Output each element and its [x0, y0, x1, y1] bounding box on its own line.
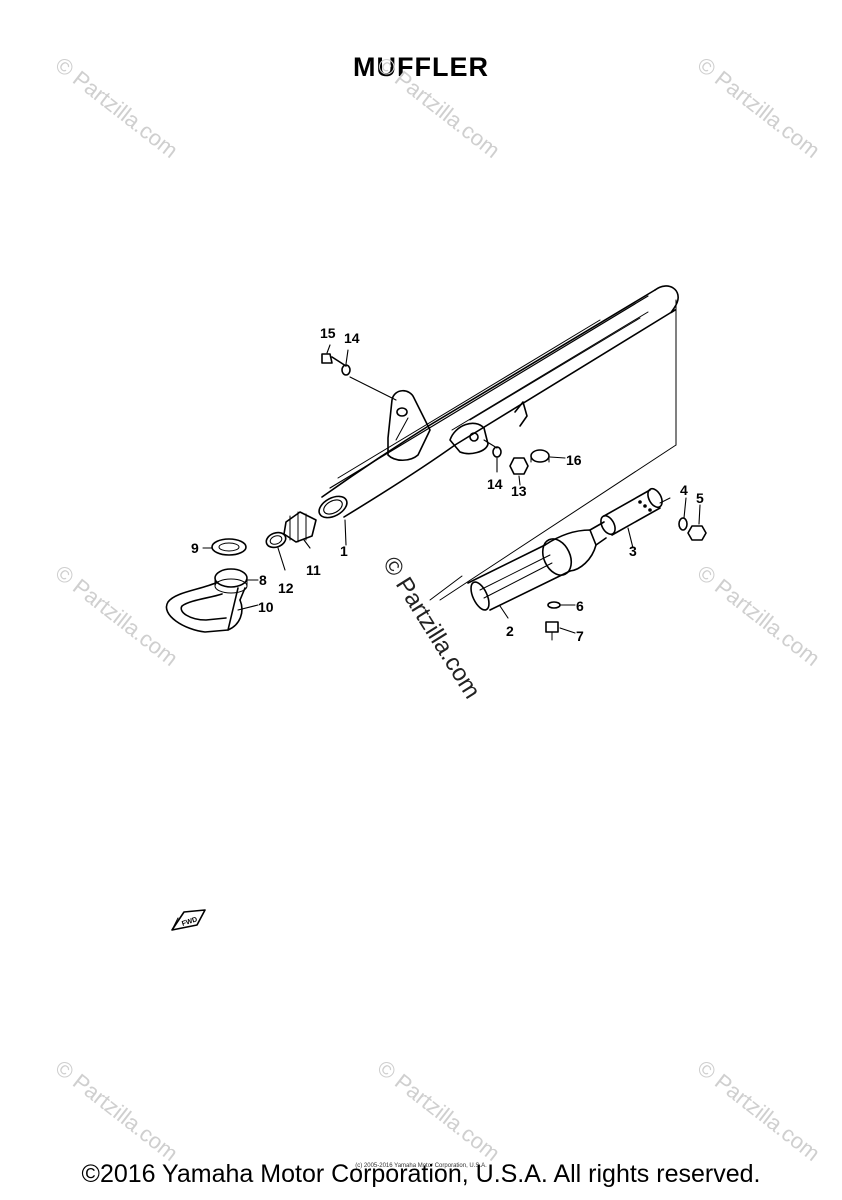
- tail-pipe: [467, 521, 607, 611]
- callout-2: 2: [506, 623, 514, 639]
- gasket-and-clamp: [265, 511, 317, 549]
- exhaust-pipe: [165, 538, 248, 633]
- fwd-label: FWD: [181, 916, 198, 928]
- callout-14-upper: 14: [344, 330, 360, 346]
- callout-15: 15: [320, 325, 336, 341]
- callout-6: 6: [576, 598, 584, 614]
- callout-13: 13: [511, 483, 527, 499]
- callout-14-lower: 14: [487, 476, 503, 492]
- fasteners: [321, 353, 707, 641]
- callout-4: 4: [680, 482, 688, 498]
- leader-lines: [202, 344, 701, 634]
- callout-11: 11: [306, 562, 321, 578]
- muffler-body: [318, 285, 679, 601]
- callout-8: 8: [259, 572, 267, 588]
- callout-9: 9: [191, 540, 199, 556]
- forward-arrow-icon: [171, 909, 206, 931]
- callout-10: 10: [258, 599, 274, 615]
- callout-16: 16: [566, 452, 582, 468]
- callout-5: 5: [696, 490, 704, 506]
- callout-1: 1: [340, 543, 348, 559]
- footer-copyright: ©2016 Yamaha Motor Corporation, U.S.A. A…: [81, 1160, 761, 1188]
- fineprint-copyright: (c) 2005-2016 Yamaha Motor Corporation, …: [355, 1163, 487, 1169]
- callout-3: 3: [629, 543, 637, 559]
- callout-7: 7: [576, 628, 584, 644]
- spark-arrester-pipe: [600, 487, 671, 536]
- diagram-title: MUFFLER: [353, 52, 489, 82]
- callout-12: 12: [278, 580, 294, 596]
